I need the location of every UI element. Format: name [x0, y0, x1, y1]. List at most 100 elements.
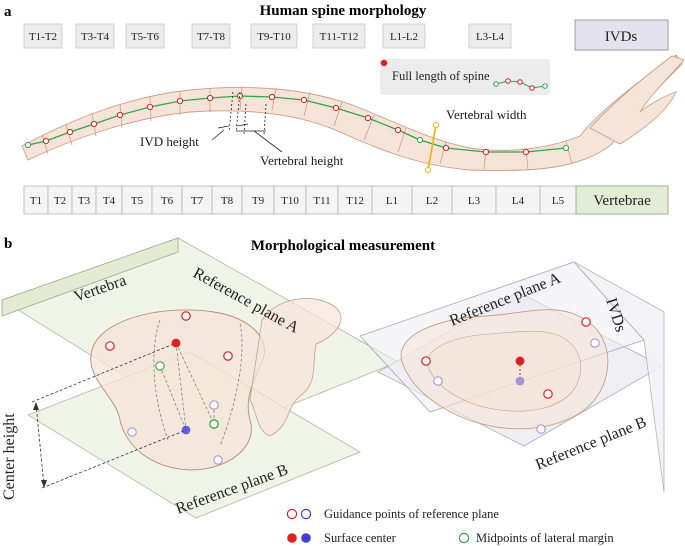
vertebra-label: L4 — [512, 195, 525, 207]
ivd-height-label: IVD height — [140, 134, 199, 149]
vertebra-label: T9 — [252, 195, 265, 207]
ivds-header-label: IVDs — [605, 29, 638, 45]
ivd-segment-label: T5-T6 — [131, 31, 160, 43]
ivd-segment-row: T1-T2 T3-T4 T5-T6 T7-T8 T9-T10 T11-T12 L… — [23, 23, 512, 49]
ivd-height-marker — [211, 91, 249, 141]
lateral-midpoint-green — [155, 361, 165, 371]
ivd-segment-box — [191, 23, 231, 49]
vertebra-cell — [273, 185, 307, 215]
panel-b-letter: b — [4, 236, 12, 252]
vertebra-label: T7 — [191, 195, 204, 207]
vertebra-label: T5 — [131, 195, 144, 207]
guidance-point-blue — [127, 427, 137, 437]
ivd-segment-label: T7-T8 — [197, 31, 226, 43]
guidance-point-blue — [590, 338, 600, 348]
panel-b-title: Morphological measurement — [251, 238, 435, 254]
center-height-guides — [31, 342, 187, 489]
vertebra-cell — [71, 185, 97, 215]
ivd-segment-label: T1-T2 — [29, 31, 57, 43]
ivd-segment-box — [75, 23, 115, 49]
panel-a-title: Human spine morphology — [260, 3, 427, 19]
ivd-segment-label: T3-T4 — [81, 31, 110, 43]
left-vertebra-process — [249, 298, 342, 437]
right-ivd-inner — [427, 330, 581, 412]
legend-surface-center-label: Surface center — [324, 531, 397, 545]
panel-b-legend: Guidance points of reference plane Surfa… — [286, 507, 614, 545]
left-vertebra-diagram — [1, 237, 399, 519]
ivds-header-box — [574, 19, 669, 51]
vertebra-cell — [305, 185, 339, 215]
vertebrae-bar: T1 T2 T3 T4 T5 T6 T7 T8 T9 T10 T11 T12 L… — [23, 185, 577, 215]
guidance-point-blue — [433, 376, 443, 386]
vertebra-label: T3 — [78, 195, 91, 207]
ivd-segment-box — [125, 23, 165, 49]
ivd-segment-label: L1-L2 — [390, 31, 418, 43]
guidance-point-red — [181, 311, 191, 321]
guidance-point-red — [421, 356, 431, 366]
vertebral-width-label: Vertebral width — [446, 107, 527, 122]
guidance-point-red — [105, 341, 115, 351]
surface-center-red — [171, 338, 181, 348]
ivd-segment-box — [468, 23, 512, 49]
vertebra-label: L2 — [426, 195, 438, 207]
vertebrae-header-label: Vertebrae — [593, 193, 651, 209]
ivd-segment-box — [23, 23, 63, 49]
vertebra-cell — [95, 185, 123, 215]
vertebra-label: T11 — [313, 195, 330, 207]
legend-guidance-blue-icon — [300, 508, 312, 520]
vertebra-cell — [451, 185, 497, 215]
lateral-midpoint-green — [209, 419, 219, 429]
vertebra-label: L5 — [552, 195, 565, 207]
vertebral-height-marker — [236, 103, 283, 153]
legend-midpoints-label: Midpoints of lateral margin — [476, 531, 614, 545]
full-length-legend-dot — [380, 59, 388, 67]
guidance-point-blue — [213, 455, 223, 465]
vertebra-label: T4 — [103, 195, 116, 207]
vertebral-width-marker — [427, 124, 437, 171]
legend-mini-points — [493, 78, 548, 91]
legend-center-blue-icon — [301, 533, 311, 543]
legend-guidance-red-icon — [286, 508, 298, 520]
vertebral-height-label: Vertebral height — [260, 153, 344, 168]
vertebrae-header-box — [575, 185, 669, 215]
vertebra-label: T1 — [30, 195, 42, 207]
right-ivd-side-panel — [573, 261, 665, 493]
full-length-legend-label: Full length of spine — [392, 69, 490, 83]
left-vertebra-edge — [1, 237, 179, 317]
right-ivd-diagram — [359, 261, 665, 493]
sacrum-shape — [589, 55, 685, 145]
ivd-segment-label: L3-L4 — [476, 31, 505, 43]
guidance-point-blue — [536, 424, 546, 434]
guidance-point-blue — [209, 400, 219, 410]
surface-center-blue — [515, 376, 525, 386]
vertebra-label: T6 — [161, 195, 174, 207]
guidance-point-red — [581, 317, 591, 327]
center-height-arrow-top — [33, 402, 39, 410]
full-length-legend-box — [380, 59, 550, 95]
legend-center-red-icon — [287, 533, 297, 543]
ivd-segment-box — [312, 23, 366, 49]
legend-guidance-label: Guidance points of reference plane — [324, 507, 499, 521]
vertebra-cell — [371, 185, 413, 215]
ivd-segment-label: T9-T10 — [257, 31, 291, 43]
center-height-label: Center height — [1, 413, 18, 500]
vertebra-label: T8 — [221, 195, 234, 207]
vertebra-label: T2 — [54, 195, 66, 207]
vertebra-label: T12 — [346, 195, 364, 207]
surface-center-red — [515, 356, 525, 366]
ivd-segment-box — [382, 23, 426, 49]
ivd-segment-label: T11-T12 — [320, 31, 359, 43]
vertebra-cell — [539, 185, 577, 215]
ivd-segment-box — [250, 23, 298, 49]
vertebra-cell — [241, 185, 275, 215]
centerline-points — [24, 92, 570, 156]
vertebra-label: L1 — [386, 195, 398, 207]
surface-center-blue — [181, 425, 191, 435]
vertebra-label: T10 — [281, 195, 299, 207]
vertebra-cell — [47, 185, 73, 215]
panel-a-letter: a — [4, 4, 12, 20]
vertebral-width-end-top — [433, 122, 439, 128]
center-height-arrow-bottom — [41, 480, 47, 488]
vertebra-cell — [337, 185, 373, 215]
